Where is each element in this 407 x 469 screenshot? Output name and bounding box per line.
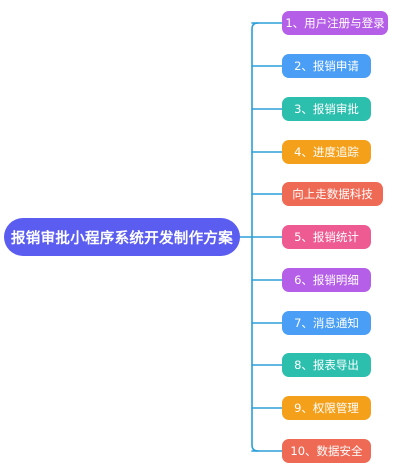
branch-node-10: 9、权限管理 — [282, 396, 371, 420]
branch-node-7: 6、报销明细 — [282, 268, 371, 292]
branch-node-3: 3、报销审批 — [282, 97, 371, 121]
branch-node-11: 10、数据安全 — [282, 439, 371, 463]
branch-node-5: 向上走数据科技 — [282, 182, 383, 206]
branch-node-2: 2、报销申请 — [282, 54, 371, 78]
root-node: 报销审批小程序系统开发制作方案 — [4, 218, 240, 256]
branch-node-6: 5、报销统计 — [282, 225, 371, 249]
branch-node-4: 4、进度追踪 — [282, 140, 371, 164]
branch-node-8: 7、消息通知 — [282, 311, 371, 335]
branch-node-9: 8、报表导出 — [282, 353, 371, 377]
branch-node-1: 1、用户注册与登录 — [282, 11, 388, 35]
